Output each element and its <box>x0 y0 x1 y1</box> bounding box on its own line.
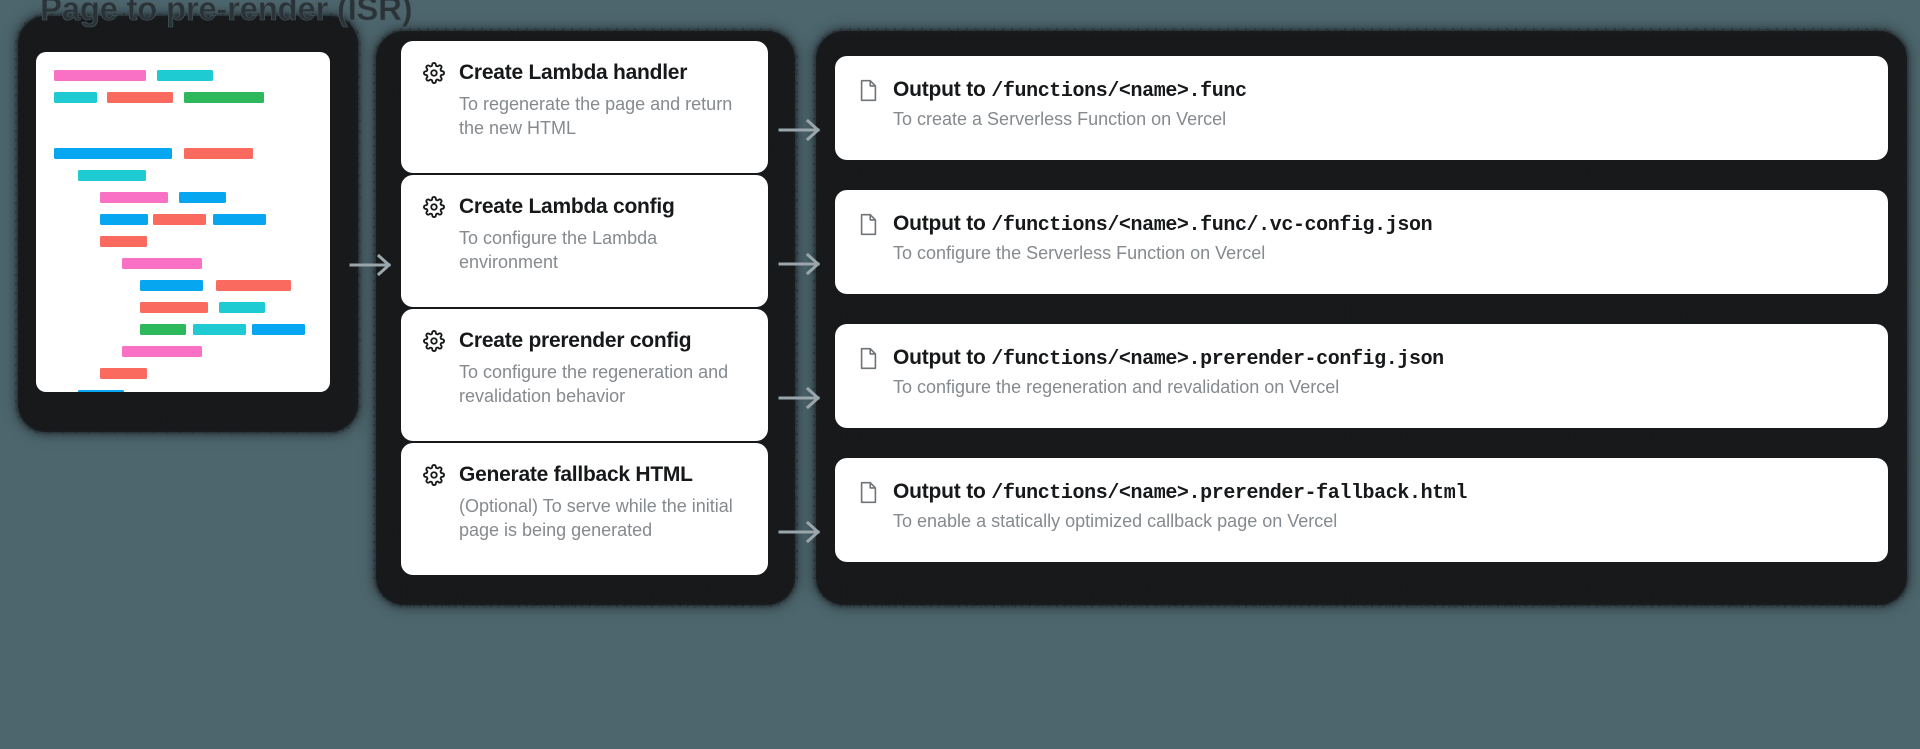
code-bar <box>219 302 265 313</box>
step-title: Create prerender config <box>459 329 692 352</box>
source-code-illustration <box>36 52 330 392</box>
code-bar <box>54 148 172 159</box>
code-bar <box>100 368 147 379</box>
output-path: /functions/<name>.func/.vc-config.json <box>991 214 1433 237</box>
output-description: To configure the Serverless Function on … <box>893 243 1266 263</box>
output-header: Output to /functions/<name>.prerender-co… <box>859 346 1864 371</box>
code-bar <box>54 92 97 103</box>
code-bar <box>140 324 186 335</box>
code-bar <box>122 346 202 357</box>
arrow-step-2-output-2 <box>778 386 821 410</box>
step-description: To regenerate the page and return the ne… <box>459 94 733 139</box>
output-header: Output to /functions/<name>.func/.vc-con… <box>859 212 1864 237</box>
output-path: /functions/<name>.prerender-fallback.htm… <box>991 482 1467 505</box>
step-header: Create Lambda handler <box>423 61 746 85</box>
output-description: To enable a statically optimized callbac… <box>893 511 1338 531</box>
arrow-step-1-output-1 <box>778 252 821 276</box>
output-title: Output to /functions/<name>.prerender-co… <box>893 346 1444 371</box>
output-title: Output to /functions/<name>.func <box>893 78 1247 103</box>
output-header: Output to /functions/<name>.func <box>859 78 1864 103</box>
gear-icon <box>423 330 445 352</box>
code-bar <box>100 192 168 203</box>
code-bar <box>54 70 146 81</box>
code-bar <box>122 258 202 269</box>
step-description: To configure the Lambda environment <box>459 228 658 273</box>
output-title: Output to /functions/<name>.func/.vc-con… <box>893 212 1433 237</box>
code-bar <box>107 92 173 103</box>
code-bar <box>184 148 253 159</box>
code-bar <box>153 214 206 225</box>
step-card-create-lambda-config[interactable]: Create Lambda config To configure the La… <box>401 175 768 307</box>
code-bar <box>193 324 246 335</box>
step-title: Generate fallback HTML <box>459 463 693 486</box>
code-bar <box>78 170 146 181</box>
step-card-create-prerender-config[interactable]: Create prerender config To configure the… <box>401 309 768 441</box>
output-prefix: Output to <box>893 480 992 503</box>
code-bar <box>184 92 264 103</box>
arrow-step-0-output-0 <box>778 118 821 142</box>
output-prefix: Output to <box>893 78 992 101</box>
output-card-prerender-config[interactable]: Output to /functions/<name>.prerender-co… <box>835 324 1888 428</box>
file-icon <box>860 347 877 370</box>
output-header: Output to /functions/<name>.prerender-fa… <box>859 480 1864 505</box>
code-bar <box>213 214 266 225</box>
code-bar <box>100 214 148 225</box>
code-bar <box>179 192 226 203</box>
step-header: Create prerender config <box>423 329 746 353</box>
step-header: Generate fallback HTML <box>423 463 746 487</box>
gear-icon <box>423 62 445 84</box>
output-card-func[interactable]: Output to /functions/<name>.func To crea… <box>835 56 1888 160</box>
output-card-vc-config[interactable]: Output to /functions/<name>.func/.vc-con… <box>835 190 1888 294</box>
output-path: /functions/<name>.func <box>991 80 1247 103</box>
code-bar <box>216 280 291 291</box>
output-path: /functions/<name>.prerender-config.json <box>991 348 1444 371</box>
code-bar <box>140 280 203 291</box>
output-card-prerender-fallback[interactable]: Output to /functions/<name>.prerender-fa… <box>835 458 1888 562</box>
code-bar <box>157 70 213 81</box>
output-description: To configure the regeneration and revali… <box>893 377 1340 397</box>
code-bar <box>100 236 147 247</box>
output-prefix: Output to <box>893 212 992 235</box>
output-description: To create a Serverless Function on Verce… <box>893 109 1227 129</box>
page-title: Page to pre-render (ISR) <box>40 0 413 27</box>
file-icon <box>860 481 877 504</box>
step-description: To configure the regeneration and revali… <box>459 362 729 407</box>
step-card-generate-fallback-html[interactable]: Generate fallback HTML (Optional) To ser… <box>401 443 768 575</box>
step-description: (Optional) To serve while the initial pa… <box>459 496 733 541</box>
gear-icon <box>423 464 445 486</box>
step-title: Create Lambda handler <box>459 61 688 84</box>
file-icon <box>860 79 877 102</box>
output-title: Output to /functions/<name>.prerender-fa… <box>893 480 1467 505</box>
output-prefix: Output to <box>893 346 992 369</box>
gear-icon <box>423 196 445 218</box>
arrow-step-3-output-3 <box>778 520 821 544</box>
arrow-page-to-steps <box>349 253 392 277</box>
code-bar <box>140 302 208 313</box>
file-icon <box>860 213 877 236</box>
step-header: Create Lambda config <box>423 195 746 219</box>
code-bar <box>252 324 305 335</box>
step-card-create-lambda-handler[interactable]: Create Lambda handler To regenerate the … <box>401 41 768 173</box>
code-bar <box>78 390 124 392</box>
step-title: Create Lambda config <box>459 195 675 218</box>
